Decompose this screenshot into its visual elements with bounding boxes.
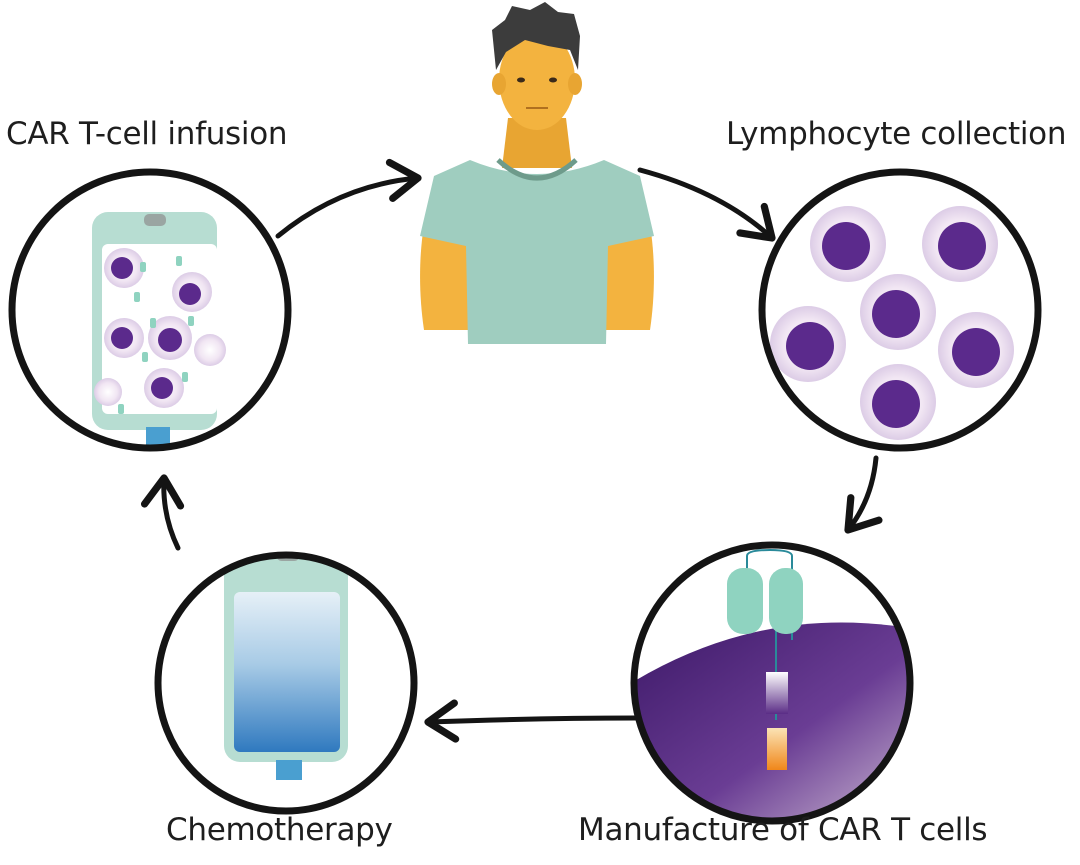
infusion-circle — [8, 168, 292, 452]
lymphocyte — [938, 312, 1014, 388]
arrow-to-infusion — [140, 474, 185, 551]
infused-cells — [94, 248, 226, 408]
neck — [502, 118, 572, 168]
collar — [496, 158, 578, 181]
infused-cell — [148, 316, 192, 360]
car-receptors-small — [118, 256, 194, 414]
cycle-arrows — [140, 158, 883, 743]
left-eye — [517, 77, 525, 83]
label-collection: Lymphocyte collection — [726, 116, 1067, 152]
arrow-to-collection — [637, 167, 776, 242]
infused-cell — [94, 378, 122, 406]
lymphocyte — [922, 206, 998, 282]
infused-cell — [172, 272, 212, 312]
lymphocyte — [770, 306, 846, 382]
iv-bag-icon — [224, 555, 348, 780]
infused-cell — [104, 318, 144, 358]
manufacture-circle — [630, 541, 914, 825]
arrow-to-patient — [275, 158, 422, 239]
infused-cell — [144, 368, 184, 408]
label-manufacture: Manufacture of CAR T cells — [578, 812, 988, 848]
infused-cell — [194, 334, 226, 366]
left-ear — [492, 73, 506, 95]
lymphocyte — [860, 364, 936, 440]
face — [499, 30, 575, 130]
car-receptor-icon — [727, 548, 803, 770]
lymphocyte-icon — [770, 206, 1014, 440]
patient-figure — [420, 2, 654, 344]
chemotherapy-circle — [154, 551, 418, 815]
collection-circle — [758, 168, 1042, 452]
label-chemotherapy: Chemotherapy — [166, 812, 393, 848]
lymphocyte — [810, 206, 886, 282]
hair — [492, 2, 580, 70]
lymphocyte — [860, 274, 936, 350]
right-eye — [549, 77, 557, 83]
right-ear — [568, 73, 582, 95]
arrow-to-manufacture — [844, 455, 883, 534]
shirt — [420, 160, 654, 344]
label-infusion: CAR T-cell infusion — [6, 116, 288, 152]
infused-cell — [104, 248, 144, 288]
arrow-to-chemotherapy — [424, 699, 639, 743]
